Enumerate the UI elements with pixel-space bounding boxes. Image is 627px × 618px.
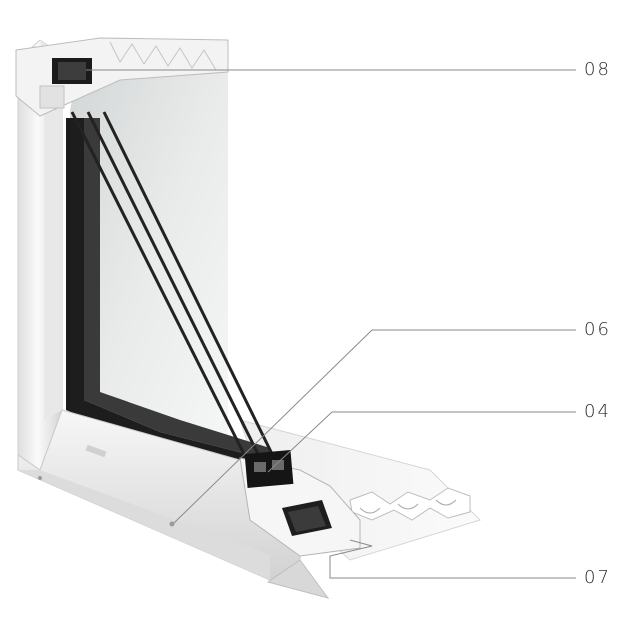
sill-extension: [239, 419, 481, 561]
leader-06: [173, 329, 576, 524]
leader-07: [329, 539, 576, 579]
glass-panes-edge: [70, 111, 278, 463]
callout-07: 07: [584, 567, 611, 588]
callout-leader-lines: [86, 69, 576, 579]
callout-06: 06: [584, 319, 611, 340]
callout-08: 08: [584, 59, 611, 80]
top-frame-profile: [15, 37, 229, 117]
leader-04: [267, 411, 576, 473]
callout-04: 04: [584, 401, 611, 422]
